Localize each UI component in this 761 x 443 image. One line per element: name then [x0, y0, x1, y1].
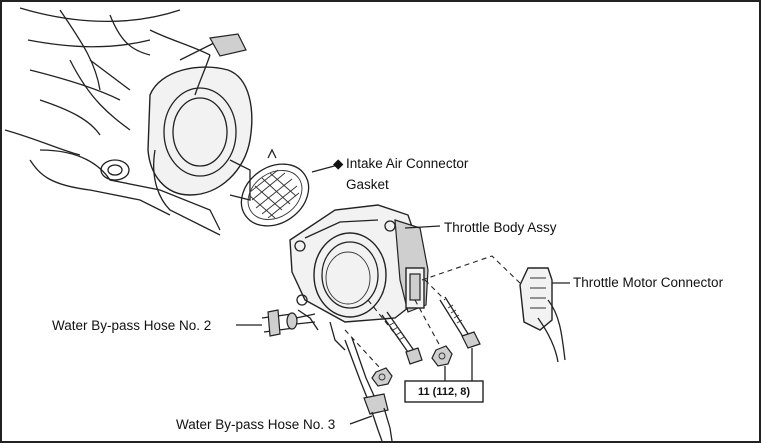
gasket-leader-line — [311, 164, 339, 173]
nut-left — [371, 367, 393, 387]
intake-manifold — [4, 7, 253, 236]
water-bypass-hose-3 — [344, 337, 393, 441]
intake-air-connector-gasket — [240, 148, 310, 227]
gasket-marker-icon: ◆ — [333, 156, 344, 171]
gasket-label-line1: Intake Air Connector — [346, 156, 469, 171]
nut-center — [431, 345, 453, 367]
water-bypass-hose-2 — [261, 309, 316, 337]
nut-left-dashed — [344, 329, 381, 369]
hose2-label: Water By-pass Hose No. 2 — [52, 318, 211, 333]
bolt-left — [381, 311, 423, 365]
throttle-motor-connector — [519, 267, 566, 363]
torque-spec-label: 11 (112, 8) — [418, 386, 470, 398]
hose3-label: Water By-pass Hose No. 3 — [176, 417, 335, 432]
connector-dashed-guide — [421, 255, 523, 286]
bolt-right-dashed — [424, 279, 446, 301]
torque-spec-box: 11 (112, 8) — [404, 348, 484, 403]
bolt-right — [439, 296, 481, 349]
throttle-motor-connector-label: Throttle Motor Connector — [573, 275, 724, 290]
throttle-body-label: Throttle Body Assy — [444, 220, 557, 235]
gasket-label-line2: Gasket — [346, 177, 389, 192]
throttle-body-assy — [289, 204, 429, 351]
throttle-body-leader-line — [404, 225, 441, 229]
hose3-leader-line — [349, 415, 373, 425]
